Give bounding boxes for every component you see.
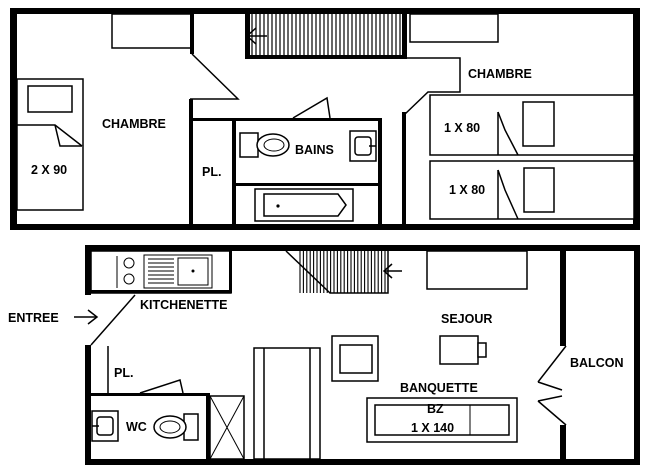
sink-wc xyxy=(91,410,119,442)
bed-single-2 xyxy=(429,160,635,220)
label-balcon: BALCON xyxy=(570,356,623,370)
label-sofa-size: 1 X 140 xyxy=(411,421,454,435)
window-lower xyxy=(426,250,528,290)
label-placard-lower: PL. xyxy=(114,366,133,380)
label-banquette: BANQUETTE xyxy=(400,381,478,395)
upper-level: CHAMBRE 2 X 90 PL. BAINS CHAMBRE 1 X 80 … xyxy=(10,8,640,230)
lower-level: ENTREE KITCHENETTE PL. WC SEJOUR BALCON … xyxy=(8,245,640,465)
label-placard-upper: PL. xyxy=(202,165,221,179)
label-chambre-left: CHAMBRE xyxy=(102,117,166,131)
wc-walls xyxy=(91,346,210,459)
arrow-right-icon xyxy=(74,309,99,325)
bathtub xyxy=(254,188,354,222)
kitchenette-counter xyxy=(90,250,232,294)
bathroom-walls xyxy=(232,96,382,224)
dining-table xyxy=(253,347,321,460)
window-top-left xyxy=(111,13,193,49)
label-bed-1x80-b: 1 X 80 xyxy=(449,183,485,197)
upper-outer-walls xyxy=(10,8,640,230)
tv-icon xyxy=(439,335,487,365)
sink-kitchen xyxy=(143,254,213,289)
label-kitchenette: KITCHENETTE xyxy=(140,298,228,312)
lower-outer-walls xyxy=(85,245,640,465)
sofa-bed xyxy=(366,397,518,443)
label-wc: WC xyxy=(126,420,147,434)
arrow-left-icon xyxy=(382,263,402,279)
toilet-wc xyxy=(153,413,199,441)
label-bed-2x90: 2 X 90 xyxy=(31,163,67,177)
staircase-lower xyxy=(285,250,389,294)
label-bains: BAINS xyxy=(295,143,334,157)
bed-single-1 xyxy=(429,94,635,156)
label-sejour: SEJOUR xyxy=(441,312,492,326)
window-top-right xyxy=(409,13,499,43)
balcony-door xyxy=(537,345,567,426)
label-entree: ENTREE xyxy=(8,311,59,325)
toilet-bathroom xyxy=(239,132,290,158)
bed-double-left xyxy=(16,78,84,211)
wall-left-bedroom xyxy=(190,14,194,54)
sink-bathroom xyxy=(349,130,377,162)
label-chambre-right: CHAMBRE xyxy=(468,67,532,81)
arrow-left-icon xyxy=(245,27,267,45)
staircase-upper xyxy=(245,14,407,59)
technical-shaft xyxy=(209,395,245,460)
label-bed-1x80-a: 1 X 80 xyxy=(444,121,480,135)
label-bz: BZ xyxy=(427,402,444,416)
armchair xyxy=(331,335,379,382)
